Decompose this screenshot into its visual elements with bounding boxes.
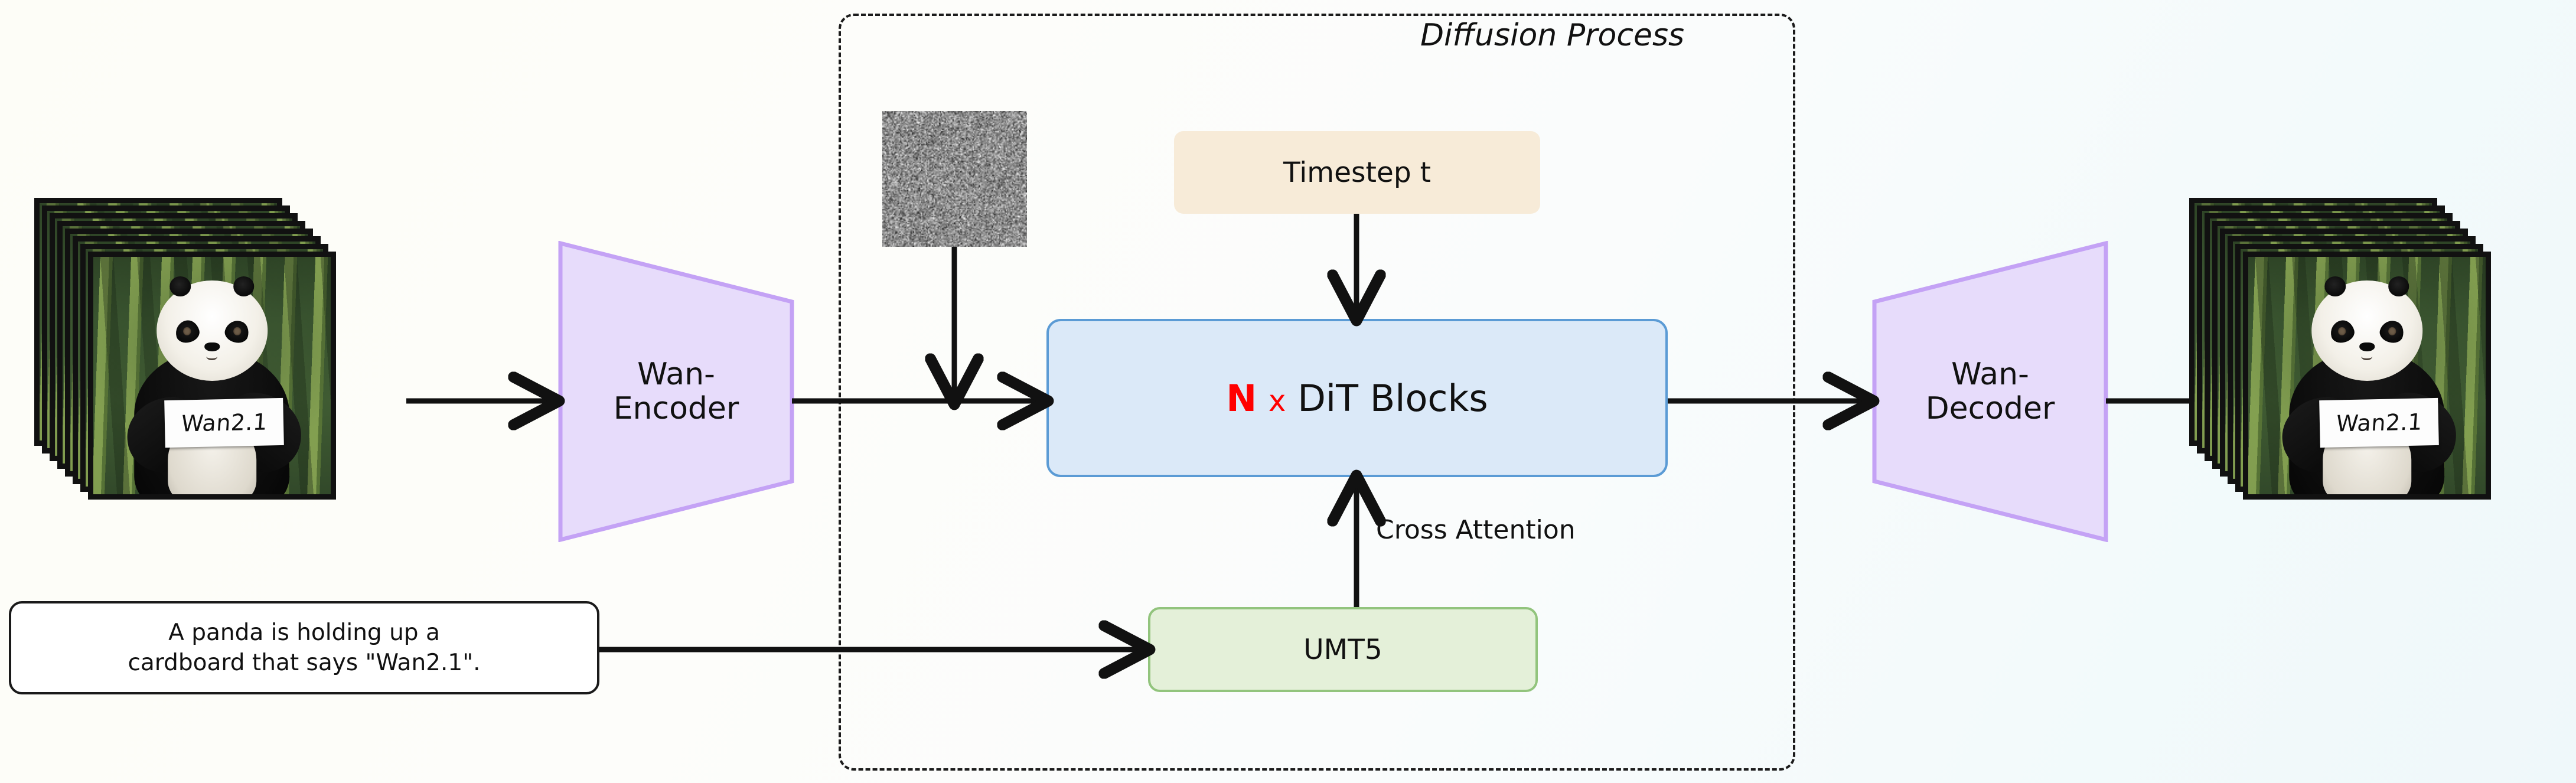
frame-layer-front: Wan2.1 bbox=[88, 252, 336, 500]
diffusion-process-label: Diffusion Process bbox=[1420, 18, 1684, 53]
dit-times-symbol: x bbox=[1269, 384, 1286, 418]
panda-sign-text: Wan2.1 bbox=[2335, 409, 2423, 437]
prompt-textbox[interactable]: A panda is holding up a cardboard that s… bbox=[9, 601, 599, 694]
prompt-line2: cardboard that says "Wan2.1". bbox=[128, 648, 480, 678]
input-frame-stack: Wan2.1 bbox=[34, 198, 341, 505]
gaussian-noise-patch bbox=[882, 111, 1027, 247]
prompt-line1: A panda is holding up a bbox=[128, 618, 480, 648]
dit-blocks-node[interactable]: N x DiT Blocks bbox=[1046, 319, 1668, 477]
decoder-shape bbox=[1872, 241, 2108, 542]
timestep-node[interactable]: Timestep t bbox=[1174, 131, 1540, 214]
umt5-node[interactable]: UMT5 bbox=[1148, 607, 1538, 692]
frame-layer-front: Wan2.1 bbox=[2243, 252, 2491, 500]
panda-sign-text: Wan2.1 bbox=[180, 409, 268, 437]
panda-illustration bbox=[119, 276, 305, 494]
encoder-shape bbox=[558, 241, 794, 542]
panda-illustration bbox=[2274, 276, 2460, 494]
umt5-label: UMT5 bbox=[1303, 634, 1382, 666]
panda-sign: Wan2.1 bbox=[164, 398, 284, 448]
panda-sign: Wan2.1 bbox=[2319, 398, 2439, 448]
wan-encoder-node[interactable]: Wan- Encoder bbox=[558, 241, 794, 542]
output-frame-stack: Wan2.1 bbox=[2189, 198, 2496, 505]
cross-attention-label: Cross Attention bbox=[1376, 515, 1576, 545]
dit-multiplier: N bbox=[1226, 377, 1257, 420]
wan-decoder-node[interactable]: Wan- Decoder bbox=[1872, 241, 2108, 542]
dit-label: DiT Blocks bbox=[1297, 377, 1488, 420]
timestep-label: Timestep t bbox=[1283, 156, 1431, 189]
